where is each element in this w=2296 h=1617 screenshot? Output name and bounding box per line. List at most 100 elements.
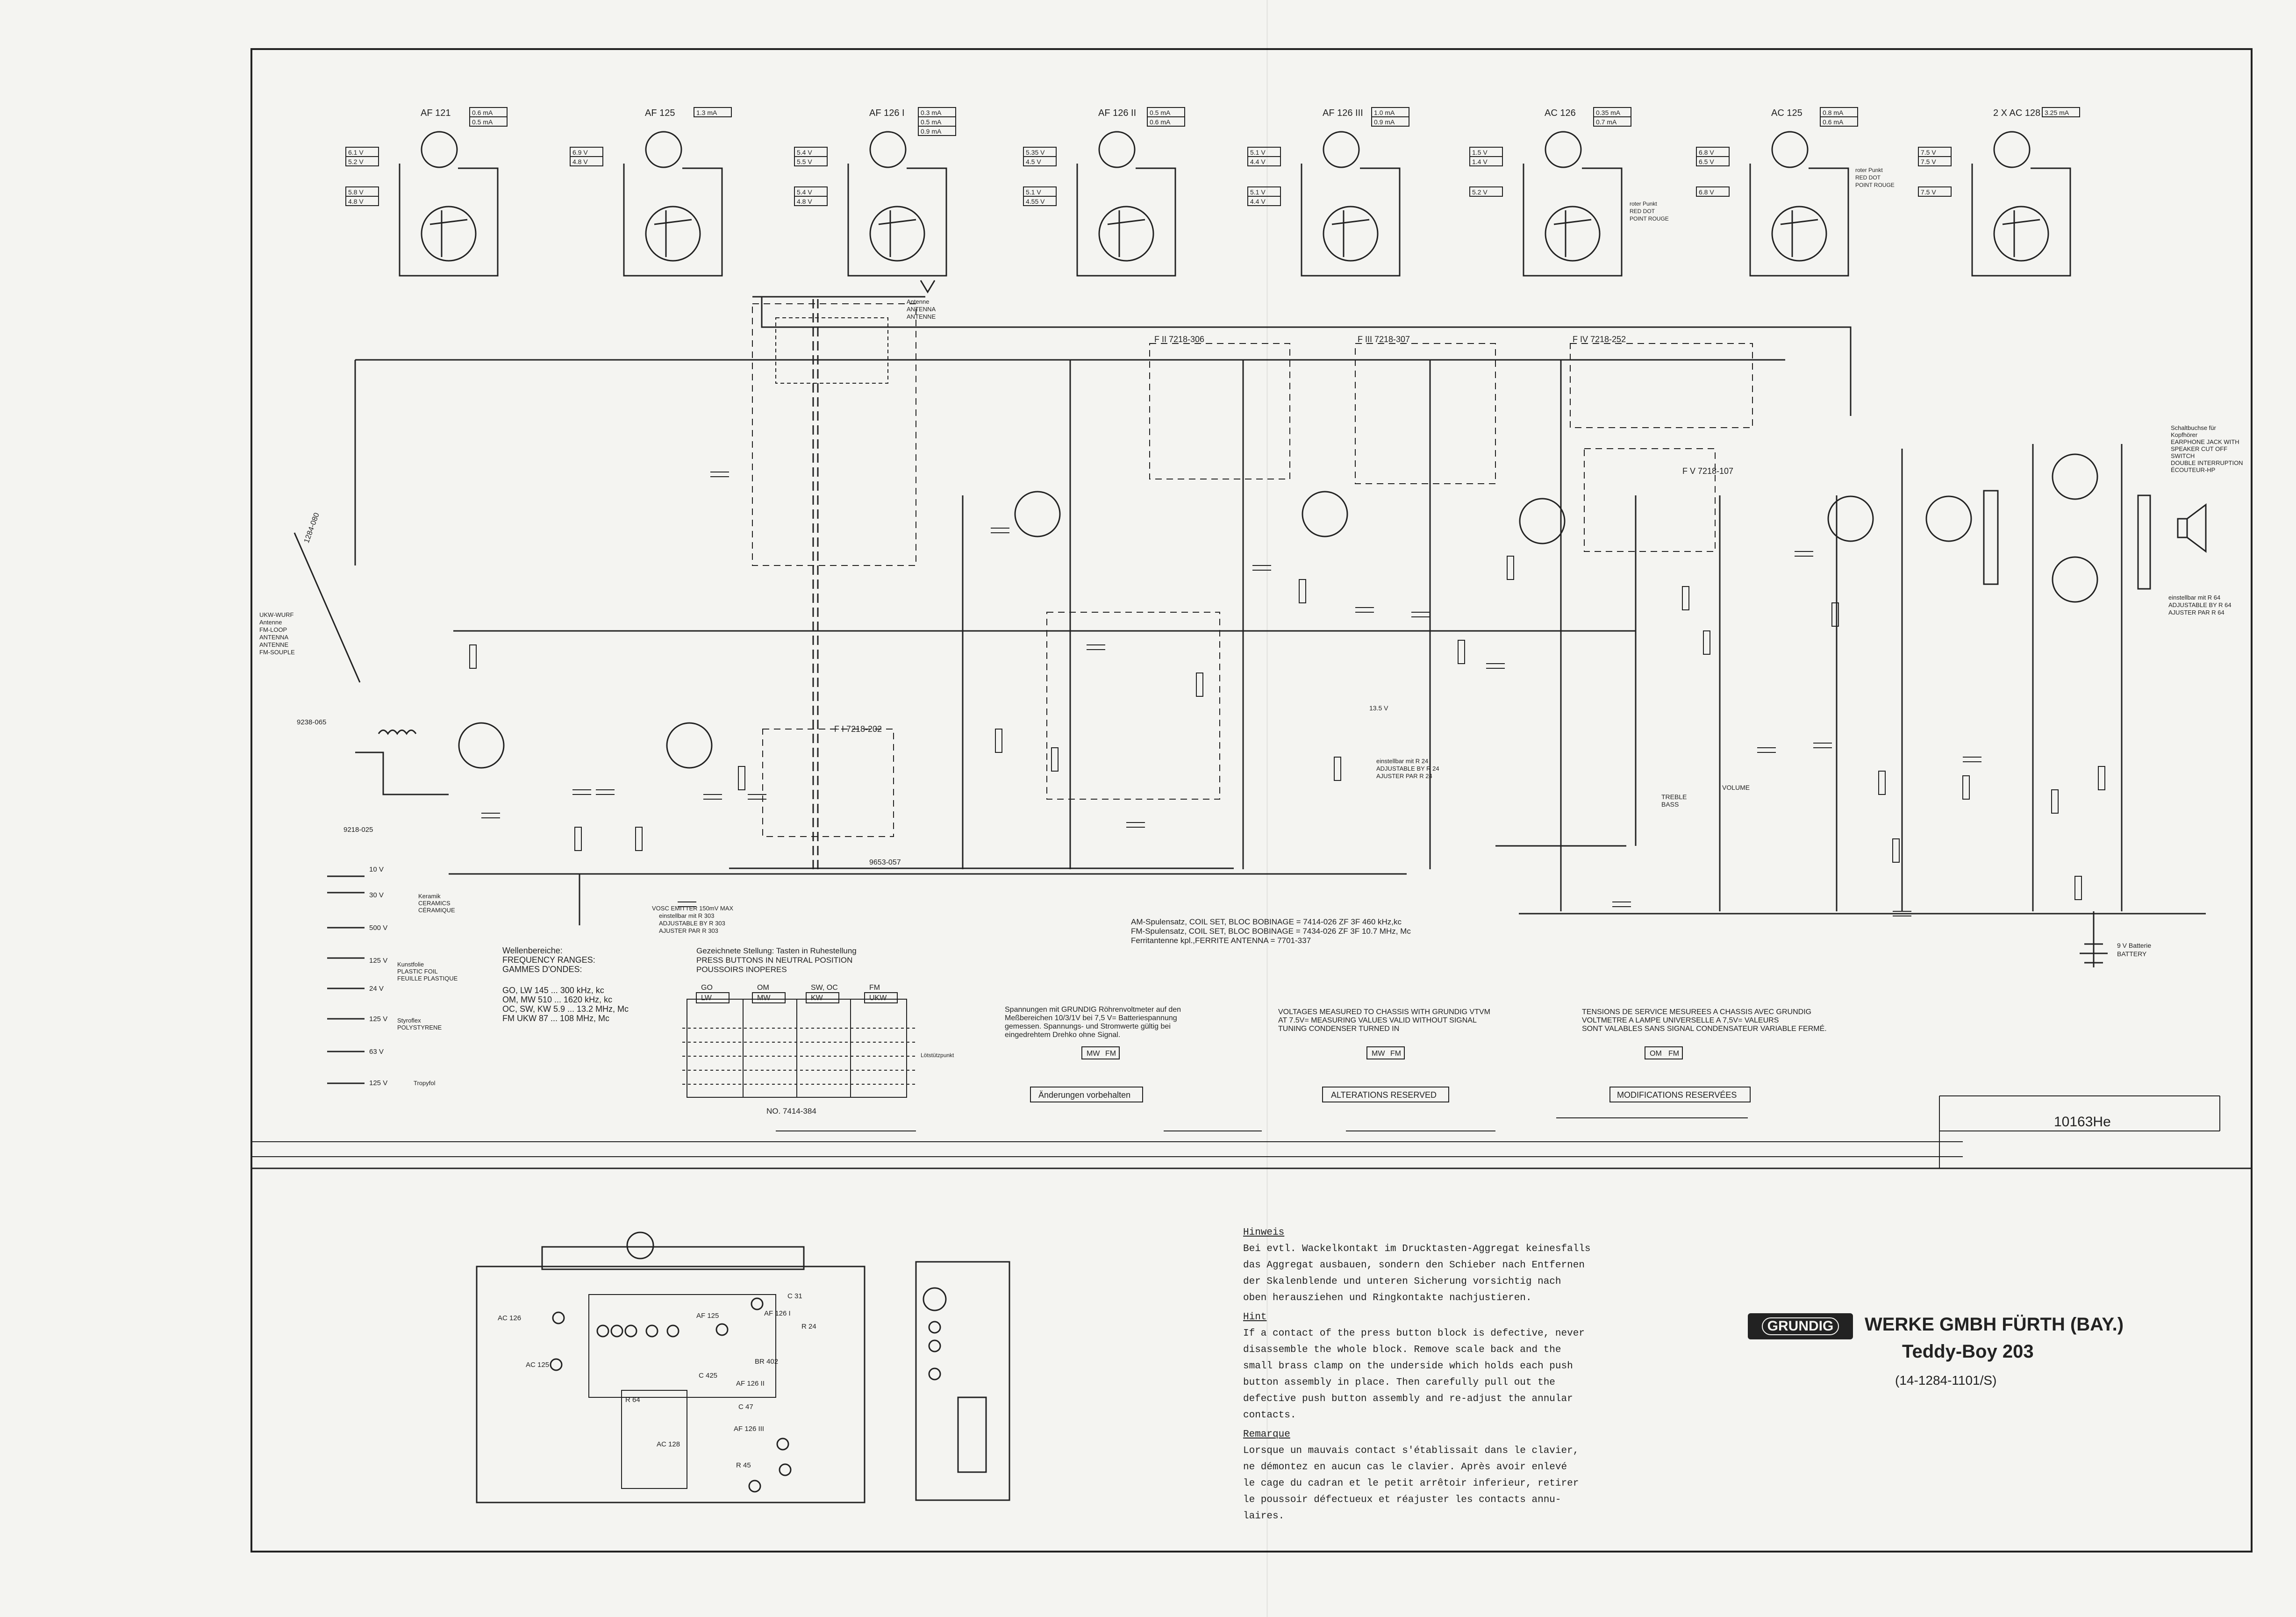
svg-text:9 V Batterie: 9 V Batterie bbox=[2117, 942, 2151, 949]
transistor-voltage: 6.5 V bbox=[1699, 158, 1714, 165]
fiv-label: F IV 7218-252 bbox=[1573, 335, 1626, 344]
transistor-voltage: 5.8 V bbox=[348, 188, 364, 196]
transistor-voltage: 7.5 V bbox=[1921, 158, 1936, 165]
resistor-symbol bbox=[2098, 766, 2105, 790]
transistor-name: AF 126 II bbox=[1098, 108, 1136, 118]
transistor-symbol bbox=[1545, 206, 1601, 262]
pin-diagram-circle bbox=[1323, 131, 1360, 168]
layout-label: AC 128 bbox=[657, 1440, 680, 1448]
svg-text:SPEAKER CUT OFF: SPEAKER CUT OFF bbox=[2171, 445, 2227, 452]
svg-text:TUNING CONDENSER TURNED IN: TUNING CONDENSER TURNED IN bbox=[1278, 1025, 1399, 1033]
svg-text:DOUBLE INTERRUPTION: DOUBLE INTERRUPTION bbox=[2171, 459, 2243, 466]
component-symbols bbox=[469, 472, 2105, 916]
transistor-name: AF 121 bbox=[421, 108, 451, 118]
alterations-reserved: Änderungen vorbehalten ALTERATIONS RESER… bbox=[1030, 1087, 1751, 1102]
switch-group-bottom: LW bbox=[701, 994, 712, 1002]
fold-line bbox=[1266, 0, 1268, 1617]
svg-text:63 V: 63 V bbox=[369, 1048, 384, 1056]
resistor-symbol bbox=[1878, 771, 1886, 795]
svg-text:SONT VALABLES SANS SIGNAL COND: SONT VALABLES SANS SIGNAL CONDENSATEUR V… bbox=[1582, 1024, 1827, 1033]
svg-text:UKW-WURF: UKW-WURF bbox=[259, 611, 293, 618]
resistor-symbol bbox=[1962, 775, 1970, 800]
transistor-voltage: 4.8 V bbox=[348, 198, 364, 205]
svg-text:ÉCOUTEUR-HP: ÉCOUTEUR-HP bbox=[2171, 466, 2215, 473]
coil-set-list: AM-Spulensatz, COIL SET, BLOC BOBINAGE =… bbox=[1131, 917, 1411, 945]
svg-text:AJUSTER PAR R 303: AJUSTER PAR R 303 bbox=[659, 927, 718, 934]
pin-diagram-circle bbox=[1771, 131, 1809, 168]
layout-label: R 64 bbox=[625, 1396, 640, 1404]
svg-text:einstellbar mit R 303: einstellbar mit R 303 bbox=[659, 912, 715, 919]
earphone-jack-note: Schaltbuchse für Kopfhörer EARPHONE JACK… bbox=[2171, 424, 2243, 473]
contact-label: Lötstützpunkt bbox=[921, 1052, 954, 1059]
r24-adjust-note: einstellbar mit R 24 ADJUSTABLE BY R 24 … bbox=[1376, 758, 1439, 780]
part-number: (14-1284-1101/S) bbox=[1895, 1373, 1997, 1388]
svg-text:VOSC EMITTER 150mV MAX: VOSC EMITTER 150mV MAX bbox=[652, 905, 733, 912]
resistor-symbol bbox=[738, 766, 745, 790]
pin-diagram-circle bbox=[421, 131, 458, 168]
svg-text:einstellbar mit R 24: einstellbar mit R 24 bbox=[1376, 758, 1428, 765]
fv-label: F V 7218-107 bbox=[1682, 466, 1733, 476]
transistor-voltage: 5.1 V bbox=[1026, 188, 1041, 196]
battery-label: 9 V Batterie BATTERY bbox=[2117, 942, 2151, 958]
transistor-current: 0.5 mA bbox=[472, 118, 493, 126]
voltage-note-fr: TENSIONS DE SERVICE MESUREES A CHASSIS A… bbox=[1582, 1008, 1827, 1033]
transistor-current: 0.6 mA bbox=[1150, 118, 1171, 126]
transistor-current: 3.25 mA bbox=[2045, 109, 2069, 116]
v135-label: 13.5 V bbox=[1369, 704, 1388, 712]
svg-text:FM: FM bbox=[1668, 1050, 1679, 1058]
layout-label: AF 125 bbox=[696, 1312, 719, 1320]
resistor-symbol bbox=[469, 644, 477, 669]
volume-label: VOLUME bbox=[1722, 784, 1750, 791]
layout-label: BR 402 bbox=[755, 1358, 778, 1366]
svg-text:Wellenbereiche:: Wellenbereiche: bbox=[502, 946, 563, 955]
transistor-name: AF 126 III bbox=[1323, 108, 1363, 118]
transistor-current: 0.35 mA bbox=[1596, 109, 1621, 116]
svg-text:AJUSTER PAR R 64: AJUSTER PAR R 64 bbox=[2168, 609, 2224, 616]
transistor-voltage: 7.5 V bbox=[1921, 188, 1936, 196]
transistor-name: AC 125 bbox=[1771, 108, 1802, 118]
treble-label: TREBLE bbox=[1661, 793, 1687, 801]
svg-text:AT 7.5V= MEASURING VALUES VALI: AT 7.5V= MEASURING VALUES VALID WITHOUT … bbox=[1278, 1016, 1477, 1024]
svg-text:FREQUENCY RANGES:: FREQUENCY RANGES: bbox=[502, 955, 595, 965]
fiii-label: F III 7218-307 bbox=[1358, 335, 1410, 344]
transistor-symbol bbox=[421, 206, 477, 262]
svg-text:MODIFICATIONS RESERVÉES: MODIFICATIONS RESERVÉES bbox=[1617, 1090, 1737, 1100]
svg-text:FM: FM bbox=[1390, 1050, 1401, 1058]
svg-text:ANTENNE: ANTENNE bbox=[259, 641, 288, 648]
resistor-symbol bbox=[1458, 640, 1465, 664]
svg-text:BATTERY: BATTERY bbox=[2117, 950, 2147, 958]
red-dot-label: POINT ROUGE bbox=[1855, 182, 1895, 188]
note-en: If a contact of the press button block i… bbox=[1243, 1328, 1585, 1421]
resistor-symbol bbox=[2074, 876, 2082, 900]
note-fr: Lorsque un mauvais contact s'établissait… bbox=[1243, 1445, 1579, 1522]
transistor-symbol bbox=[1323, 206, 1379, 262]
resistor-symbol bbox=[1703, 630, 1710, 655]
svg-text:AJUSTER PAR R 24: AJUSTER PAR R 24 bbox=[1376, 773, 1432, 780]
note-en-title: Hint bbox=[1243, 1312, 1267, 1323]
transistor-voltage: 4.5 V bbox=[1026, 158, 1041, 165]
transistor-pin-diagrams bbox=[345, 107, 2080, 277]
switch-caption: Gezeichnete Stellung: Tasten in Ruhestel… bbox=[696, 946, 857, 974]
outer-frame bbox=[250, 48, 2253, 1553]
svg-text:ANTENNA: ANTENNA bbox=[907, 306, 936, 313]
transistor-name: AC 126 bbox=[1545, 108, 1576, 118]
layout-label: C 47 bbox=[738, 1403, 753, 1411]
switch-group-bottom: MW bbox=[757, 994, 771, 1002]
svg-text:PRESS BUTTONS IN NEUTRAL POSIT: PRESS BUTTONS IN NEUTRAL POSITION bbox=[696, 956, 852, 965]
transistor-voltage: 4.8 V bbox=[797, 198, 812, 205]
transistor-voltage: 5.1 V bbox=[1250, 149, 1266, 156]
model-name: Teddy-Boy 203 bbox=[1902, 1341, 2034, 1362]
transistor-voltage: 6.9 V bbox=[572, 149, 588, 156]
transistor-current: 0.6 mA bbox=[1823, 118, 1844, 126]
manufacturer-name: WERKE GMBH FÜRTH (BAY.) bbox=[1865, 1314, 2124, 1335]
svg-text:Keramik: Keramik bbox=[418, 893, 441, 900]
switch-group-top: SW, OC bbox=[811, 984, 838, 992]
svg-text:PLASTIC FOIL: PLASTIC FOIL bbox=[397, 968, 438, 975]
svg-text:FM-SOUPLE: FM-SOUPLE bbox=[259, 649, 295, 656]
resistor-symbol bbox=[1831, 602, 1839, 627]
transistor-voltage: 6.8 V bbox=[1699, 188, 1714, 196]
svg-text:Kunstfolie: Kunstfolie bbox=[397, 961, 424, 968]
pin-diagram-circle bbox=[1098, 131, 1136, 168]
layout-label: R 45 bbox=[736, 1461, 751, 1469]
capacitor-legend: 10 V 30 V 500 V 125 V 24 V 125 V 63 V 12… bbox=[369, 866, 458, 1087]
